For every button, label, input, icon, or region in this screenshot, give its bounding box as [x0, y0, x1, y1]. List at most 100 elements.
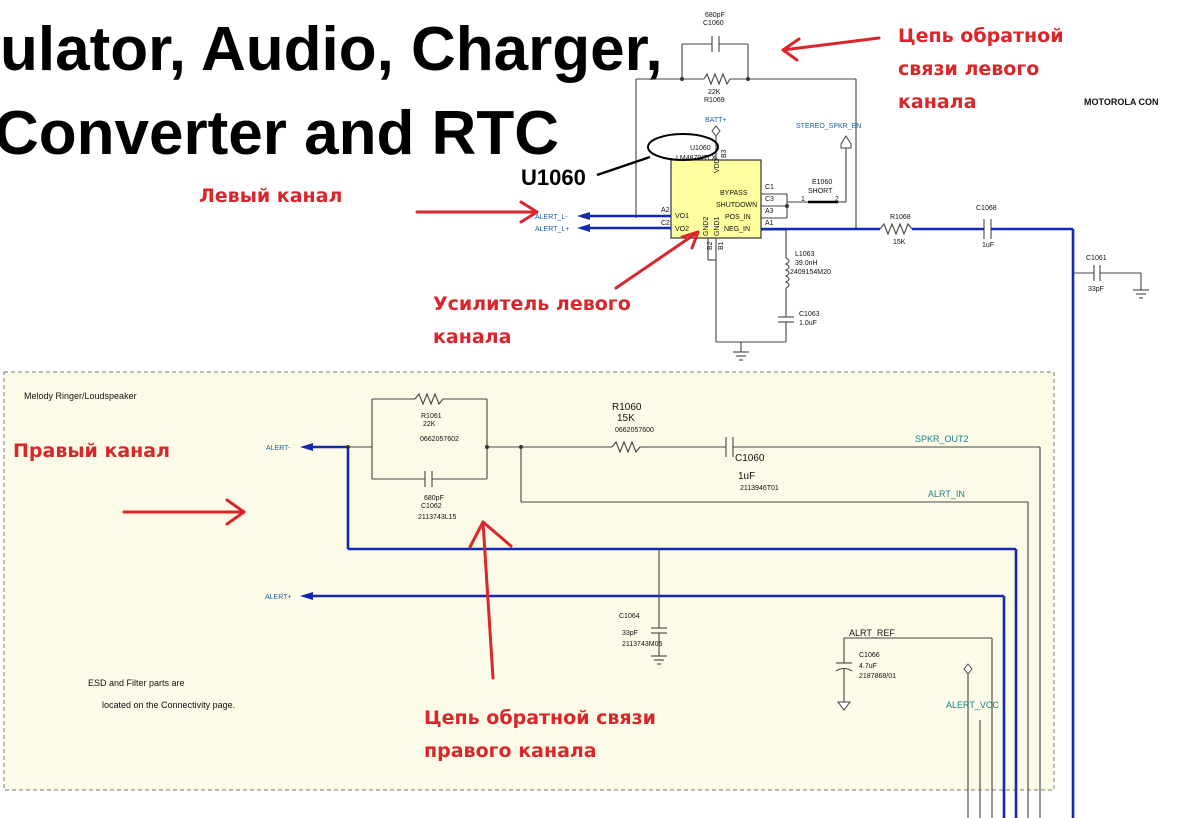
- c1066-ref: C1066: [859, 652, 880, 659]
- corner-label: MOTOROLA CON: [1084, 97, 1159, 107]
- r1060-part: 0662057600: [615, 427, 654, 434]
- c1066-symbol: [835, 662, 853, 711]
- c1068-value: 1uF: [982, 242, 994, 249]
- amp-left-text-1: Усилитель левого: [433, 293, 631, 315]
- batt-marker: [711, 125, 721, 137]
- chip-highlight-ellipse: [647, 133, 719, 161]
- c1064-value: 33pF: [622, 630, 638, 637]
- feedback-left-text-2: связи левого: [898, 58, 1039, 80]
- alert-l-plus-label: ALERT_L+: [535, 226, 569, 233]
- alert-vcc-label: ALERT_VCC: [946, 700, 999, 710]
- pin-neg-in: NEG_IN: [724, 226, 750, 233]
- feedback-left-text-1: Цепь обратной: [898, 25, 1064, 47]
- pin-c3: C3: [765, 196, 774, 203]
- chip-right-wiring: [707, 148, 847, 361]
- alert-l-minus-arrow: [577, 212, 590, 220]
- e1060-ref: E1060: [812, 179, 832, 186]
- c1066-value: 4.7uF: [859, 663, 877, 670]
- block-note-line2: located on the Connectivity page.: [102, 700, 235, 710]
- c1062-ref: C1062: [421, 503, 442, 510]
- alert-l-minus-label: ALERT_L-: [535, 214, 568, 221]
- spkr-out2-label: SPKR_OUT2: [915, 434, 969, 444]
- c1064-ref: C1064: [619, 613, 640, 620]
- c1063-ref: C1063: [799, 311, 820, 318]
- r1069-ref: R1069: [704, 97, 725, 104]
- alert-plus-arrow: [300, 592, 313, 600]
- c1060-value: 1uF: [738, 471, 755, 482]
- c1061-value: 33pF: [1088, 286, 1104, 293]
- pin-c1: C1: [765, 184, 774, 191]
- c1063-value: 1.0uF: [799, 320, 817, 327]
- alrt-ref-label: ALRT_REF: [849, 628, 895, 638]
- stereo-spkr-en-label: STEREO_SPKR_EN: [796, 123, 861, 130]
- top-feedback-network: [635, 36, 857, 228]
- c1060-ref: C1060: [735, 453, 765, 464]
- l1063-part: 2409154M20: [790, 269, 831, 276]
- c1062-value: 680pF: [424, 495, 444, 502]
- r1061-c1062-network: [371, 392, 488, 487]
- pin-gnd2: GND2: [703, 216, 710, 236]
- pin-vdd: VDD: [714, 158, 721, 173]
- r1069-value: 22K: [708, 89, 721, 96]
- c1060-top-value: 680pF: [705, 12, 725, 19]
- pin-a3: A3: [765, 208, 774, 215]
- c1064-symbol: [651, 549, 667, 665]
- alrt-in-label: ALRT_IN: [928, 489, 965, 499]
- left-channel-text: Левый канал: [199, 185, 342, 207]
- c1066-part: 2187868/01: [859, 673, 896, 680]
- pin-b2: B2: [707, 241, 714, 250]
- r1061-value: 22K: [423, 421, 436, 428]
- u1060-chip: [670, 159, 762, 239]
- alert-plus-label: ALERT+: [265, 594, 292, 601]
- stereo-spkr-en-marker: [840, 135, 852, 149]
- r1061-part: 0662057602: [420, 436, 459, 443]
- melody-ringer-block: [3, 371, 1055, 791]
- c1068-ref: C1068: [976, 205, 997, 212]
- pin-a2: A2: [661, 207, 670, 214]
- alert-minus-label: ALERT-: [266, 445, 291, 452]
- amp-left-arrow: [614, 230, 700, 290]
- feedback-left-text-3: канала: [898, 91, 976, 113]
- r1060-value: 15K: [617, 413, 635, 424]
- block-note-line1: ESD and Filter parts are: [88, 678, 185, 688]
- c1060-top-ref: C1060: [703, 20, 724, 27]
- u1060-big-label: U1060: [521, 165, 586, 190]
- c1061-symbol: [1073, 265, 1149, 299]
- pin-a1: A1: [765, 220, 774, 227]
- e1060-note: SHORT: [808, 188, 833, 195]
- c1060-part: 2113946T01: [740, 485, 779, 492]
- pin-vo1: VO1: [675, 213, 689, 220]
- r1060-symbol: [611, 440, 641, 454]
- right-channel-text: Правый канал: [13, 440, 170, 462]
- alert-minus-arrow: [300, 443, 313, 451]
- feedback-right-text-2: правого канала: [424, 740, 597, 762]
- e1060-pin2: 2: [835, 196, 839, 203]
- e1060-pin1: 1: [801, 196, 805, 203]
- c1064-part: 2113743M05: [622, 641, 662, 648]
- page-title-line2: Converter and RTC: [0, 99, 559, 168]
- c1061-ref: C1061: [1086, 255, 1107, 262]
- chip-pointer-line: [596, 155, 651, 177]
- u1060-ref-small: U1060: [690, 145, 711, 152]
- pin-shutdown: SHUTDOWN: [716, 202, 757, 209]
- alert-l-plus-arrow: [577, 224, 590, 232]
- r1068-value: 15K: [893, 239, 906, 246]
- batt-net-label: BATT+: [705, 117, 726, 124]
- l1063-value: 39.0nH: [795, 260, 818, 267]
- pin-vo2: VO2: [675, 226, 689, 233]
- feedback-right-arrow-1: [481, 520, 495, 680]
- pin-pos-in: POS_IN: [725, 214, 751, 221]
- r1060-ref: R1060: [612, 402, 642, 413]
- pin-gnd1: GND1: [714, 216, 721, 236]
- l1063-ref: L1063: [795, 251, 815, 258]
- pin-c2: C2: [661, 220, 670, 227]
- c1062-part: 2113743L15: [418, 514, 457, 521]
- page-title-line1: ulator, Audio, Charger,: [0, 15, 663, 84]
- block-title: Melody Ringer/Loudspeaker: [24, 391, 137, 401]
- r1068-symbol: [879, 222, 913, 236]
- pin-b1: B1: [718, 241, 725, 250]
- r1068-ref: R1068: [890, 214, 911, 221]
- pin-b3: B3: [721, 149, 728, 158]
